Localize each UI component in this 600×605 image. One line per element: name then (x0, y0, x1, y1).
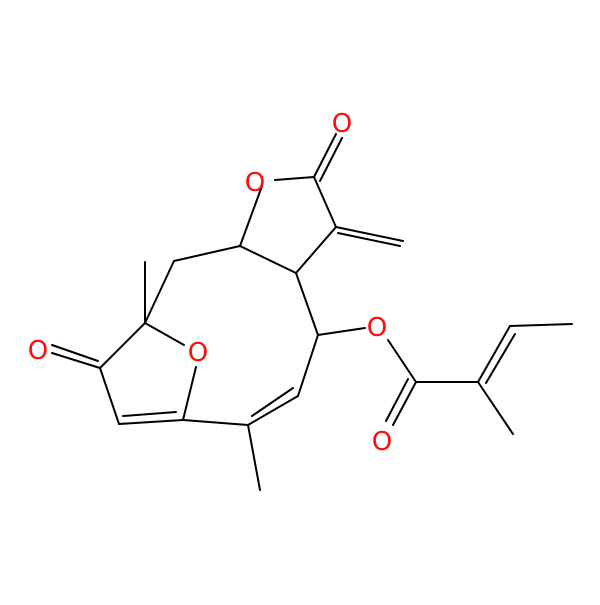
bond (485, 333, 516, 384)
oxygen-atom: O (367, 313, 387, 343)
bond (182, 366, 197, 421)
bond (239, 245, 297, 274)
bond (99, 322, 146, 369)
bond (247, 395, 299, 426)
bond (295, 272, 319, 336)
bond (313, 176, 337, 228)
heteroatoms: O O O O O O (28, 109, 392, 457)
bond (247, 424, 261, 491)
oxygen-atom: O (245, 168, 265, 198)
oxygen-atom: O (28, 336, 48, 366)
bond (335, 226, 404, 242)
bond (477, 381, 514, 435)
bond (182, 419, 249, 426)
bond (385, 378, 409, 422)
bond (313, 133, 337, 178)
bond (477, 325, 511, 383)
bond (319, 137, 343, 182)
bond (387, 339, 417, 383)
bond (337, 232, 401, 247)
bond (122, 411, 177, 417)
bond (274, 176, 315, 181)
bond (509, 323, 573, 327)
bond (144, 322, 185, 346)
bond (118, 419, 184, 425)
bond (317, 327, 366, 336)
oxygen-atom: O (372, 427, 392, 457)
bond (99, 367, 120, 425)
bonds (51, 133, 573, 491)
bond (295, 226, 337, 274)
bond (392, 381, 417, 426)
bond (51, 352, 101, 369)
oxygen-atom: O (188, 338, 208, 368)
bond (297, 334, 319, 397)
bond (144, 260, 175, 324)
bond (239, 185, 263, 247)
oxygen-atom: O (332, 109, 352, 139)
bond (173, 245, 241, 262)
bond (251, 387, 294, 417)
bond (51, 344, 99, 362)
